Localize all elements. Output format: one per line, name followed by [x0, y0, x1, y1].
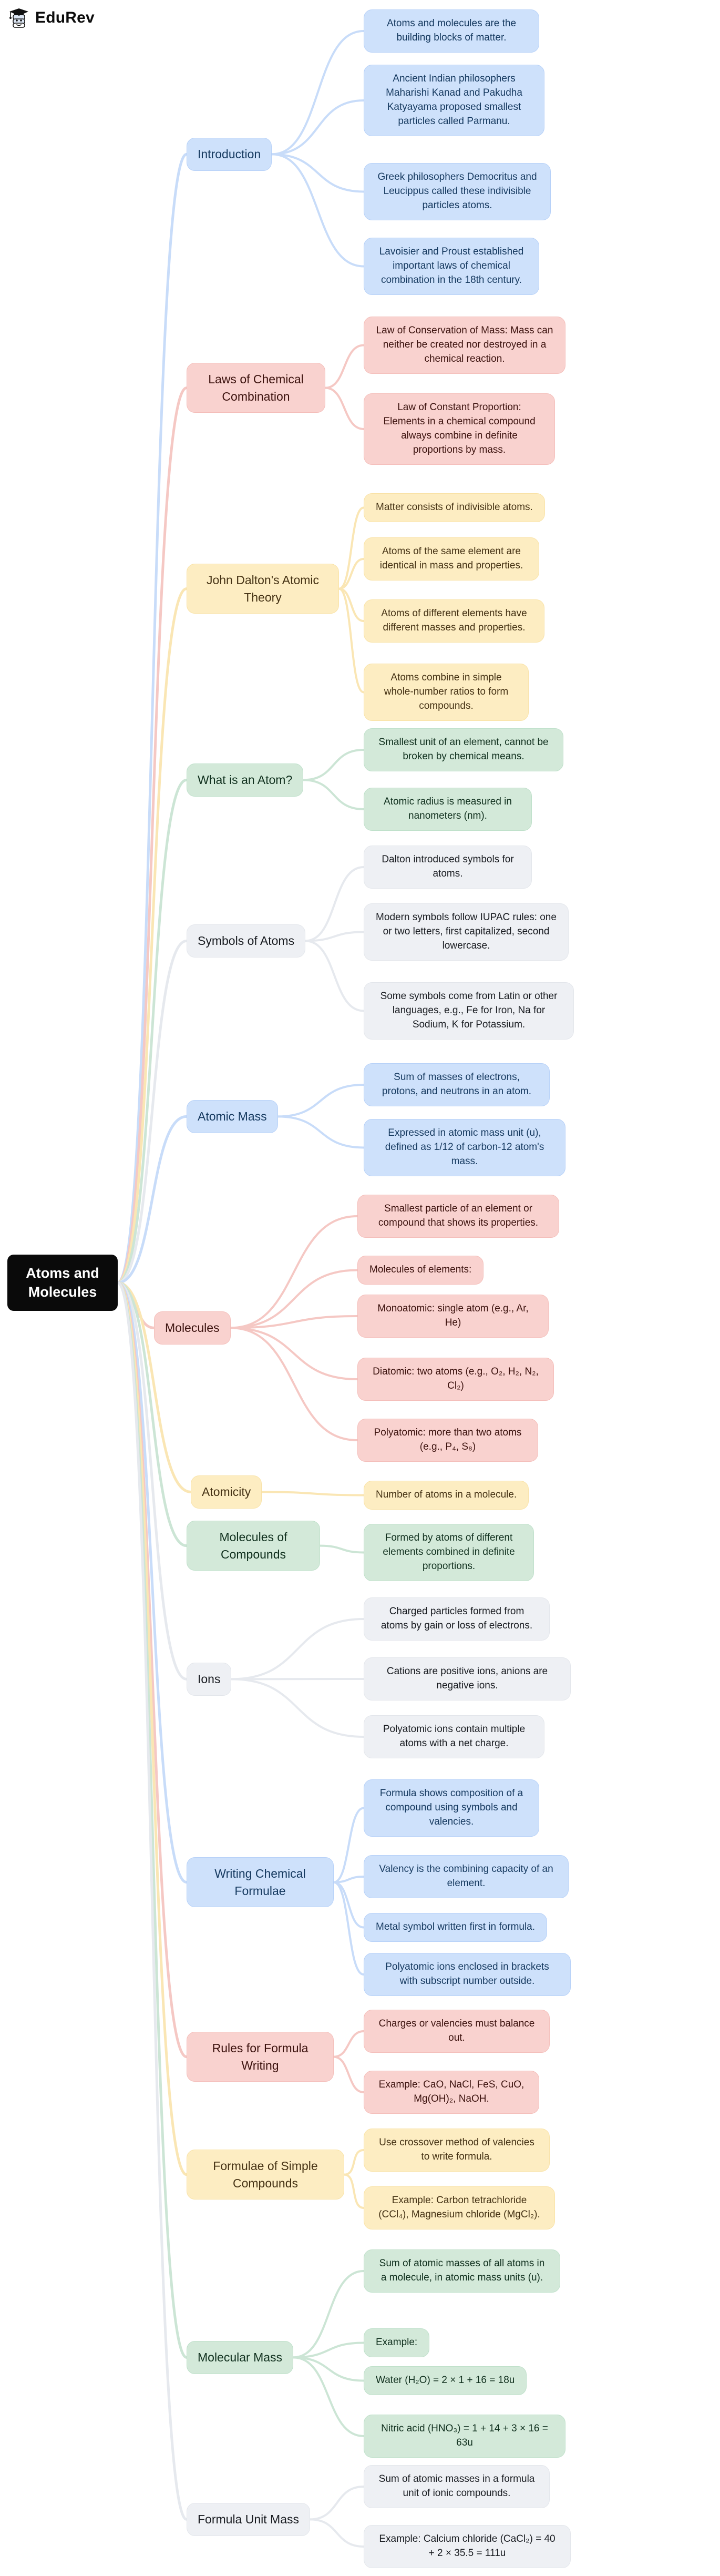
- topic-john-daltons-atomic-theory: John Dalton's Atomic Theory: [187, 564, 339, 614]
- leaf-writing-4: Polyatomic ions enclosed in brackets wit…: [364, 1953, 571, 1996]
- leaf-molecules-3: Monoatomic: single atom (e.g., Ar, He): [357, 1295, 549, 1338]
- leaf-molecules-1: Smallest particle of an element or compo…: [357, 1195, 559, 1238]
- leaf-ions-2: Cations are positive ions, anions are ne…: [364, 1657, 571, 1701]
- leaf-writing-3: Metal symbol written first in formula.: [364, 1913, 548, 1942]
- edurev-logo: EduRev: [7, 6, 95, 29]
- leaf-formulae-1: Use crossover method of valencies to wri…: [364, 2129, 550, 2172]
- leaf-molecules-4: Diatomic: two atoms (e.g., O₂, H₂, N₂, C…: [357, 1358, 554, 1401]
- leaf-formula-unit-1: Sum of atomic masses in a formula unit o…: [364, 2465, 550, 2508]
- leaf-introduction-2: Ancient Indian philosophers Maharishi Ka…: [364, 65, 544, 136]
- leaf-symbols-2: Modern symbols follow IUPAC rules: one o…: [364, 903, 569, 961]
- topic-atomicity: Atomicity: [191, 1475, 262, 1509]
- leaf-symbols-3: Some symbols come from Latin or other la…: [364, 982, 574, 1040]
- leaf-formula-unit-2: Example: Calcium chloride (CaCl₂) = 40 +…: [364, 2525, 571, 2568]
- leaf-dalton-3: Atoms of different elements have differe…: [364, 599, 544, 643]
- topic-ions: Ions: [187, 1663, 232, 1696]
- leaf-molecular-mass-2: Example:: [364, 2328, 430, 2357]
- leaf-dalton-4: Atoms combine in simple whole-number rat…: [364, 664, 529, 721]
- topic-introduction: Introduction: [187, 138, 272, 171]
- leaf-molecules-5: Polyatomic: more than two atoms (e.g., P…: [357, 1419, 538, 1462]
- topic-symbols-of-atoms: Symbols of Atoms: [187, 924, 306, 958]
- root-node-atoms-and-molecules: Atoms and Molecules: [7, 1255, 118, 1311]
- topic-formula-unit-mass: Formula Unit Mass: [187, 2503, 310, 2536]
- leaf-introduction-3: Greek philosophers Democritus and Leucip…: [364, 163, 551, 220]
- leaf-introduction-4: Lavoisier and Proust established importa…: [364, 238, 539, 295]
- leaf-atomicity-1: Number of atoms in a molecule.: [364, 1481, 529, 1510]
- topic-molecular-mass: Molecular Mass: [187, 2341, 294, 2374]
- leaf-rules-2: Example: CaO, NaCl, FeS, CuO, Mg(OH)₂, N…: [364, 2071, 539, 2114]
- leaf-ions-1: Charged particles formed from atoms by g…: [364, 1597, 550, 1641]
- leaf-formulae-2: Example: Carbon tetrachloride (CCl₄), Ma…: [364, 2186, 555, 2229]
- leaf-atom-2: Atomic radius is measured in nanometers …: [364, 788, 532, 831]
- leaf-symbols-1: Dalton introduced symbols for atoms.: [364, 846, 532, 889]
- leaf-molecules-2: Molecules of elements:: [357, 1256, 484, 1285]
- leaf-laws-2: Law of Constant Proportion: Elements in …: [364, 393, 555, 465]
- leaf-mol-compounds-1: Formed by atoms of different elements co…: [364, 1524, 534, 1581]
- edurev-logo-icon: [9, 8, 28, 28]
- leaf-atomic-mass-1: Sum of masses of electrons, protons, and…: [364, 1063, 550, 1106]
- leaf-molecular-mass-4: Nitric acid (HNO₃) = 1 + 14 + 3 × 16 = 6…: [364, 2415, 565, 2458]
- topic-atomic-mass: Atomic Mass: [187, 1100, 278, 1133]
- leaf-introduction-1: Atoms and molecules are the building blo…: [364, 9, 539, 53]
- leaf-atom-1: Smallest unit of an element, cannot be b…: [364, 728, 563, 771]
- topic-formulae-of-simple-compounds: Formulae of Simple Compounds: [187, 2150, 344, 2200]
- leaf-rules-1: Charges or valencies must balance out.: [364, 2010, 550, 2053]
- topic-rules-for-formula-writing: Rules for Formula Writing: [187, 2032, 334, 2082]
- leaf-laws-1: Law of Conservation of Mass: Mass can ne…: [364, 317, 565, 374]
- leaf-dalton-1: Matter consists of indivisible atoms.: [364, 493, 545, 522]
- topic-what-is-an-atom: What is an Atom?: [187, 763, 304, 797]
- leaf-molecular-mass-1: Sum of atomic masses of all atoms in a m…: [364, 2249, 560, 2293]
- leaf-ions-3: Polyatomic ions contain multiple atoms w…: [364, 1715, 544, 1758]
- topic-laws-of-chemical-combination: Laws of Chemical Combination: [187, 363, 325, 413]
- edurev-brand: EduRev: [35, 9, 95, 26]
- leaf-writing-2: Valency is the combining capacity of an …: [364, 1855, 569, 1898]
- topic-molecules-of-compounds: Molecules of Compounds: [187, 1521, 320, 1571]
- topic-writing-chemical-formulae: Writing Chemical Formulae: [187, 1857, 334, 1908]
- leaf-atomic-mass-2: Expressed in atomic mass unit (u), defin…: [364, 1119, 565, 1176]
- leaf-writing-1: Formula shows composition of a compound …: [364, 1779, 539, 1837]
- topic-molecules: Molecules: [154, 1311, 231, 1345]
- leaf-molecular-mass-3: Water (H₂O) = 2 × 1 + 16 = 18u: [364, 2366, 527, 2395]
- leaf-dalton-2: Atoms of the same element are identical …: [364, 537, 539, 581]
